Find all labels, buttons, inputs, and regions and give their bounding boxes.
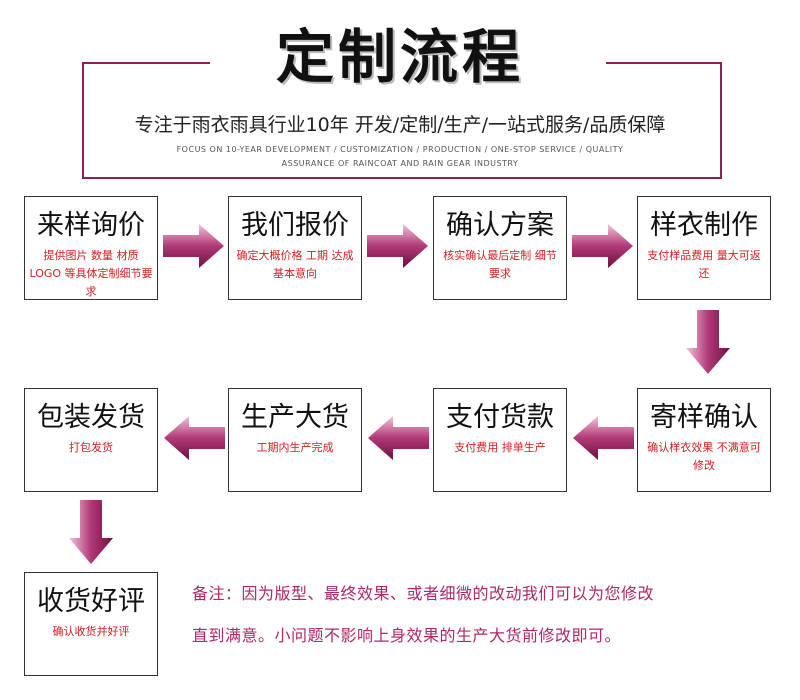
header-frame-top-right <box>606 62 720 64</box>
english-tagline-line1: FOCUS ON 10-YEAR DEVELOPMENT / CUSTOMIZA… <box>176 145 624 154</box>
page-title: 定制流程 <box>275 23 524 91</box>
step-box-3: 确认方案 核实确认最后定制 细节要求 <box>433 196 567 300</box>
step-desc: 打包发货 <box>69 441 113 454</box>
arrow-icon-left-3 <box>164 416 225 460</box>
note-line-1: 备注：因为版型、最终效果、或者细微的改动我们可以为您修改 <box>192 584 655 603</box>
step-title: 包装发货 <box>37 402 145 433</box>
step-box-6: 支付货款 支付费用 排单生产 <box>433 388 567 492</box>
step-title: 我们报价 <box>241 210 349 241</box>
step-desc: 支付样品费用 量大可返还 <box>647 249 761 280</box>
arrow-icon-left-1 <box>573 416 634 460</box>
step-title: 寄样确认 <box>650 402 758 433</box>
step-desc: 确认样衣效果 不满意可修改 <box>647 441 761 472</box>
note-line-2: 直到满意。小问题不影响上身效果的生产大货前修改即可。 <box>192 626 622 645</box>
arrow-icon-right-1 <box>163 224 224 268</box>
step-box-8: 包装发货 打包发货 <box>24 388 158 492</box>
step-desc: 提供图片 数量 材质 LOGO 等具体定制细节要求 <box>29 249 153 298</box>
step-box-9: 收货好评 确认收货并好评 <box>24 572 158 676</box>
step-desc: 确认收货并好评 <box>52 625 130 638</box>
step-desc: 工期内生产完成 <box>256 441 334 454</box>
step-title: 生产大货 <box>241 402 349 433</box>
step-title: 收货好评 <box>37 586 145 617</box>
header-frame-top-left <box>82 62 210 64</box>
step-box-1: 来样询价 提供图片 数量 材质 LOGO 等具体定制细节要求 <box>24 196 158 300</box>
step-box-5: 寄样确认 确认样衣效果 不满意可修改 <box>637 388 771 492</box>
arrow-icon-right-3 <box>572 224 633 268</box>
arrow-icon-down-1 <box>686 310 730 374</box>
step-title: 来样询价 <box>37 210 145 241</box>
arrow-icon-left-2 <box>368 416 429 460</box>
step-desc: 支付费用 排单生产 <box>454 441 546 454</box>
step-title: 确认方案 <box>446 210 554 241</box>
header-frame <box>82 62 722 179</box>
step-box-4: 样衣制作 支付样品费用 量大可返还 <box>637 196 771 300</box>
page-subtitle: 专注于雨衣雨具行业10年 开发/定制/生产/一站式服务/品质保障 <box>134 114 666 136</box>
step-box-2: 我们报价 确定大概价格 工期 达成基本意向 <box>228 196 362 300</box>
step-title: 支付货款 <box>446 402 554 433</box>
english-tagline-line2: ASSURANCE OF RAINCOAT AND RAIN GEAR INDU… <box>281 159 519 168</box>
step-box-7: 生产大货 工期内生产完成 <box>228 388 362 492</box>
step-desc: 核实确认最后定制 细节要求 <box>443 249 557 280</box>
arrow-icon-down-2 <box>69 500 113 564</box>
step-desc: 确定大概价格 工期 达成基本意向 <box>236 249 354 280</box>
arrow-icon-right-2 <box>367 224 428 268</box>
step-title: 样衣制作 <box>650 210 758 241</box>
